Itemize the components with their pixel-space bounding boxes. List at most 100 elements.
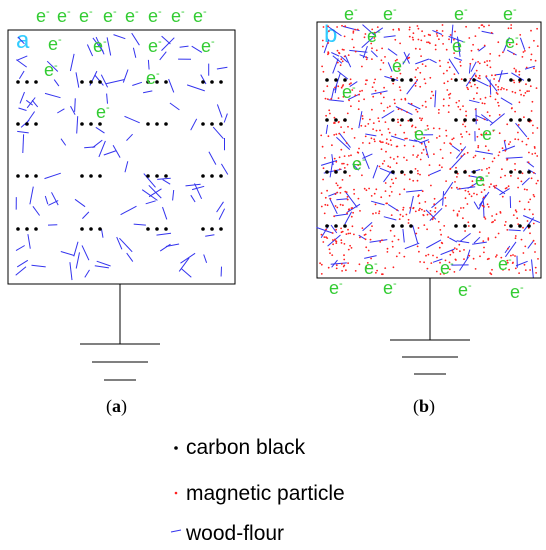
magnetic-particle <box>461 136 463 138</box>
wood-flour-flake <box>352 163 359 171</box>
wood-flour-flake <box>53 79 60 87</box>
magnetic-particle <box>364 83 367 85</box>
magnetic-particle <box>484 96 487 99</box>
magnetic-particle <box>421 208 423 211</box>
wood-flour-flake <box>112 145 121 158</box>
magnetic-particle <box>514 235 517 237</box>
magnetic-particle <box>447 61 449 64</box>
magnetic-particle <box>489 85 491 88</box>
magnetic-particle <box>488 257 490 260</box>
magnetic-particle <box>398 218 401 221</box>
magnetic-particle <box>322 90 325 93</box>
magnetic-particle <box>363 187 366 190</box>
magnetic-particle <box>449 268 451 271</box>
magnetic-particle <box>412 179 415 182</box>
carbon-black-particle <box>25 174 29 178</box>
magnetic-particle <box>464 189 467 192</box>
magnetic-particle <box>517 131 519 134</box>
magnetic-particle <box>353 137 356 139</box>
magnetic-particle <box>357 197 360 200</box>
magnetic-particle <box>500 256 503 259</box>
magnetic-particle <box>421 104 424 107</box>
magnetic-particle <box>489 66 492 69</box>
magnetic-particle <box>514 138 517 141</box>
magnetic-particle <box>433 153 435 156</box>
magnetic-particle <box>349 232 352 235</box>
magnetic-particle <box>514 91 517 94</box>
magnetic-particle <box>452 137 455 140</box>
electron-symbol: e- <box>383 4 397 24</box>
wood-flour-flake <box>455 146 467 159</box>
magnetic-particle <box>373 138 376 141</box>
wood-flour-flake <box>98 140 106 158</box>
magnetic-particle <box>338 156 341 159</box>
magnetic-particle <box>478 128 480 131</box>
magnetic-particle <box>520 238 523 241</box>
magnetic-particle <box>516 217 519 220</box>
magnetic-particle <box>511 107 513 109</box>
magnetic-particle <box>357 151 360 154</box>
magnetic-particle <box>390 214 393 217</box>
magnetic-particle <box>483 157 485 160</box>
magnetic-particle <box>432 94 435 97</box>
magnetic-particle <box>351 127 353 130</box>
wood-flour-flake <box>387 62 393 72</box>
magnetic-particle <box>372 212 374 215</box>
magnetic-particle <box>373 192 376 195</box>
magnetic-particle <box>524 245 527 248</box>
wood-flour-flake <box>472 241 487 245</box>
wood-flour-flake <box>316 226 334 234</box>
magnetic-particle <box>335 228 337 231</box>
magnetic-particle <box>396 209 398 211</box>
carbon-black-particle <box>472 118 476 122</box>
magnetic-particle <box>400 98 403 101</box>
magnetic-particle <box>458 100 460 102</box>
magnetic-particle <box>381 273 383 276</box>
magnetic-particle <box>385 150 387 153</box>
magnetic-particle <box>344 25 347 28</box>
magnetic-particle <box>441 34 444 37</box>
magnetic-particle <box>483 189 486 191</box>
carbon-black-particle <box>155 227 159 231</box>
magnetic-particle <box>456 176 458 178</box>
electron-symbol: e- <box>475 170 489 190</box>
magnetic-particle <box>456 213 459 216</box>
wood-flour-flake <box>344 55 352 68</box>
magnetic-particle <box>404 97 407 100</box>
magnetic-particle <box>394 133 397 136</box>
magnetic-particle <box>427 41 430 44</box>
magnetic-particle <box>335 267 338 270</box>
magnetic-particle <box>351 225 354 228</box>
magnetic-particle <box>412 32 415 35</box>
carbon-black-particle <box>472 224 476 228</box>
magnetic-particle <box>408 28 411 31</box>
magnetic-particle <box>345 233 348 236</box>
carbon-black-particle <box>201 174 205 178</box>
magnetic-particle <box>370 137 373 140</box>
magnetic-particle <box>456 172 459 175</box>
electron-symbol: e- <box>383 278 397 298</box>
magnetic-particle <box>357 164 360 167</box>
magnetic-particle <box>415 108 417 111</box>
magnetic-particle <box>483 216 486 219</box>
wood-flour-flake <box>521 177 530 186</box>
magnetic-particle <box>390 75 392 78</box>
magnetic-particle <box>329 252 331 255</box>
magnetic-particle <box>420 55 422 57</box>
wood-flour-flake <box>402 53 410 65</box>
magnetic-particle <box>421 190 424 193</box>
wood-flour-flake <box>122 69 129 83</box>
magnetic-particle <box>481 24 484 26</box>
magnetic-particle <box>381 141 384 144</box>
magnetic-particle <box>405 213 408 216</box>
magnetic-particle <box>383 110 385 112</box>
magnetic-particle <box>486 60 488 62</box>
magnetic-particle <box>473 97 475 100</box>
magnetic-particle <box>423 35 426 37</box>
magnetic-particle <box>506 159 508 161</box>
magnetic-particle <box>334 240 337 242</box>
wood-flour-flake <box>434 90 437 108</box>
magnetic-particle <box>357 160 360 163</box>
magnetic-particle <box>501 87 503 89</box>
magnetic-particle <box>370 195 373 197</box>
